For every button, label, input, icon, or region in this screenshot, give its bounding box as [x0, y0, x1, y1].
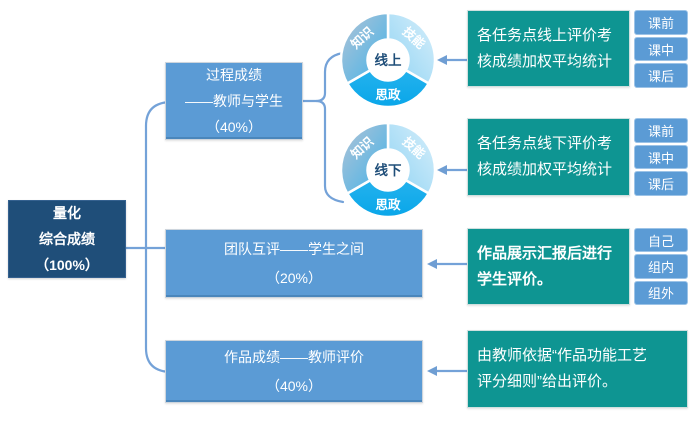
- branch-box-work: 作品成绩——教师评价 （40%）: [165, 340, 423, 403]
- tag-before-class: 课前: [634, 10, 688, 35]
- arrow-head-work: [427, 366, 437, 376]
- result-box-offline: 各任务点线下评价考 核成绩加权平均统计: [467, 118, 630, 196]
- donut-center-label: 线下: [375, 162, 402, 178]
- root-box: 量化 综合成绩 （100%）: [8, 200, 126, 278]
- donut-offline: 知识 技能 思政 线下: [339, 121, 437, 219]
- result-box-team: 作品展示汇报后进行 学生评价。: [467, 228, 630, 305]
- donut-center-label: 线上: [375, 52, 402, 68]
- branch-box-process: 过程成绩 ——教师与学生 （40%）: [165, 62, 303, 140]
- branch-box-team: 团队互评——学生之间 （20%）: [165, 229, 423, 298]
- tag-after-class: 课后: [634, 63, 688, 89]
- tag-before-class: 课前: [634, 118, 688, 143]
- brace-sub: [315, 51, 345, 204]
- tag-in-class: 课中: [634, 36, 688, 62]
- arrow-head-team: [427, 259, 437, 269]
- result-box-work: 由教师依据“作品功能工艺 评分细则”给出评价。: [467, 330, 688, 408]
- tag-after-class: 课后: [634, 171, 688, 197]
- tag-in-group: 组内: [634, 254, 688, 279]
- donut-segment-label: 思政: [375, 197, 401, 212]
- tag-in-class: 课中: [634, 144, 688, 170]
- donut-segment-label: 思政: [375, 87, 401, 102]
- tag-self: 自己: [634, 228, 688, 253]
- donut-hole: [367, 149, 409, 191]
- arrow-head-offline: [437, 165, 447, 175]
- result-box-online: 各任务点线上评价考 核成绩加权平均统计: [467, 10, 630, 87]
- tag-stack-team: 自己 组内 组外: [634, 228, 688, 305]
- tag-stack-online: 课前 课中 课后: [634, 10, 688, 89]
- donut-online: 知识 技能 思政 线上: [339, 11, 437, 109]
- brace-main: [144, 100, 174, 374]
- tag-stack-offline: 课前 课中 课后: [634, 118, 688, 197]
- tag-out-group: 组外: [634, 280, 688, 305]
- donut-hole: [367, 39, 409, 81]
- arrow-head-online: [437, 55, 447, 65]
